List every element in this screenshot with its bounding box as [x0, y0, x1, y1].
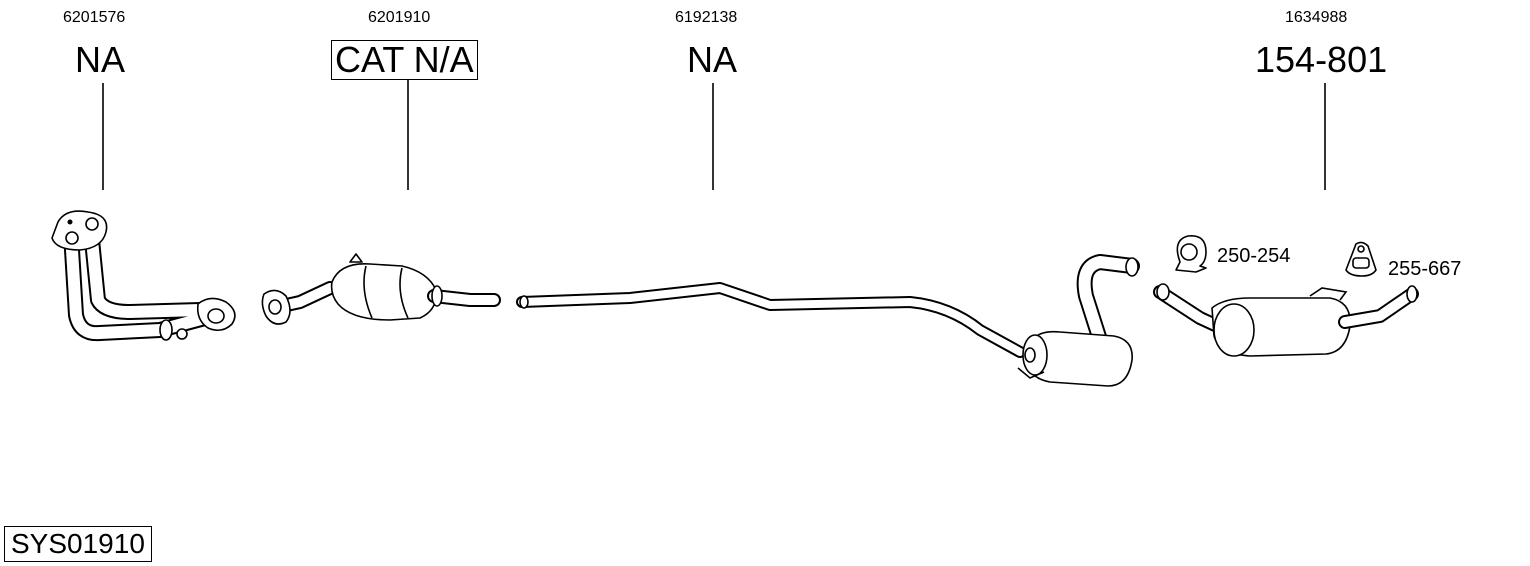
- oem-number-front-pipe: 6201576: [63, 9, 126, 26]
- leader-lines: [102, 80, 1326, 190]
- ref-catalyst[interactable]: CAT N/A: [331, 40, 478, 80]
- centre-pipe[interactable]: [516, 254, 1140, 387]
- clamp-icon[interactable]: [1175, 235, 1207, 273]
- oem-number-centre-pipe: 6192138: [675, 9, 738, 26]
- oem-number-rear-silencer: 1634988: [1285, 9, 1348, 26]
- ref-clamp[interactable]: 250-254: [1217, 245, 1291, 267]
- ref-front-pipe[interactable]: NA: [75, 39, 126, 80]
- front-pipe[interactable]: [51, 210, 236, 342]
- rear-silencer[interactable]: [1153, 283, 1419, 357]
- ref-rubber-mount[interactable]: 255-667: [1388, 258, 1462, 280]
- rubber-mount-icon[interactable]: [1345, 241, 1377, 277]
- ref-centre-pipe[interactable]: NA: [687, 39, 738, 80]
- system-code: SYS01910: [4, 526, 152, 562]
- catalytic-converter[interactable]: [261, 253, 501, 325]
- oem-number-catalyst: 6201910: [368, 9, 431, 26]
- ref-rear-silencer[interactable]: 154-801: [1255, 39, 1388, 80]
